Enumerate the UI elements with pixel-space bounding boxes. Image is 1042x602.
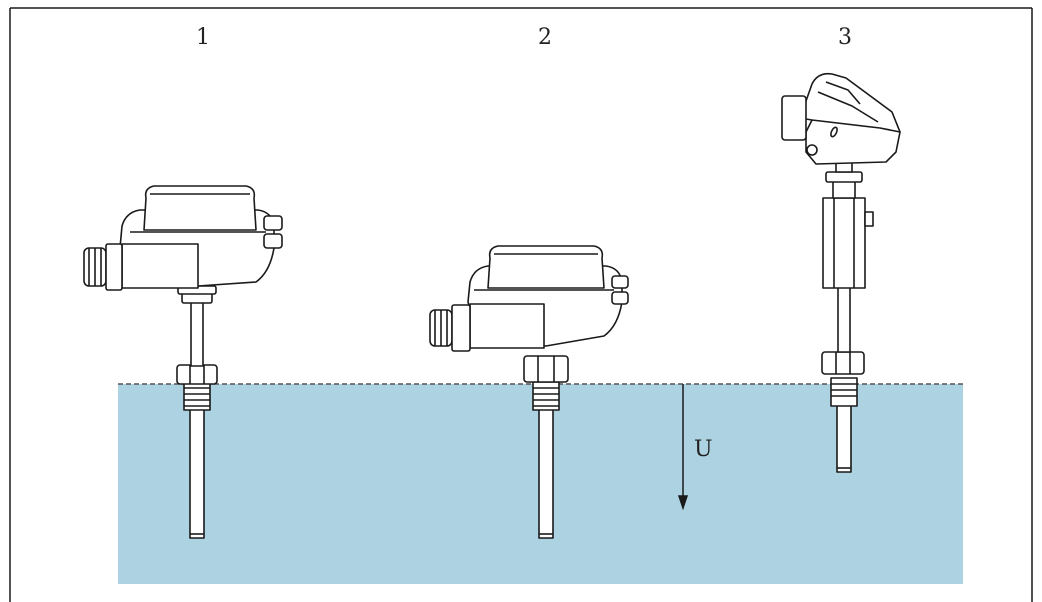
protection-tube-3 xyxy=(836,403,852,473)
thermometer-3 xyxy=(781,72,901,473)
cable-gland-1 xyxy=(83,243,123,291)
item-label-1: 1 xyxy=(196,25,210,50)
neck-tube-1 xyxy=(190,301,204,367)
immersion-depth-arrow xyxy=(677,384,689,511)
protection-tube-1 xyxy=(189,407,205,539)
diagram-frame xyxy=(9,7,1033,602)
immersion-depth-label: U xyxy=(694,437,713,462)
process-thread-3 xyxy=(830,377,858,407)
hex-nut-3 xyxy=(821,351,865,375)
process-thread-2 xyxy=(532,381,560,411)
thermometer-1 xyxy=(83,185,283,539)
cable-box-1 xyxy=(121,243,199,289)
item-label-2: 2 xyxy=(538,25,552,50)
hex-nut-2 xyxy=(523,355,569,383)
hex-nut-1 xyxy=(176,364,218,385)
process-thread-1 xyxy=(183,381,211,411)
extension-tube-3 xyxy=(837,285,851,353)
protection-tube-2 xyxy=(538,407,554,539)
housing-cover-1 xyxy=(143,185,257,231)
housing-cover-2 xyxy=(487,245,605,289)
thermometer-2 xyxy=(429,245,629,539)
item-label-3: 3 xyxy=(838,25,852,50)
head-cover-3 xyxy=(799,72,901,133)
cable-box-2 xyxy=(469,303,545,349)
cable-gland-2 xyxy=(429,304,471,352)
coupling-3 xyxy=(822,197,866,289)
